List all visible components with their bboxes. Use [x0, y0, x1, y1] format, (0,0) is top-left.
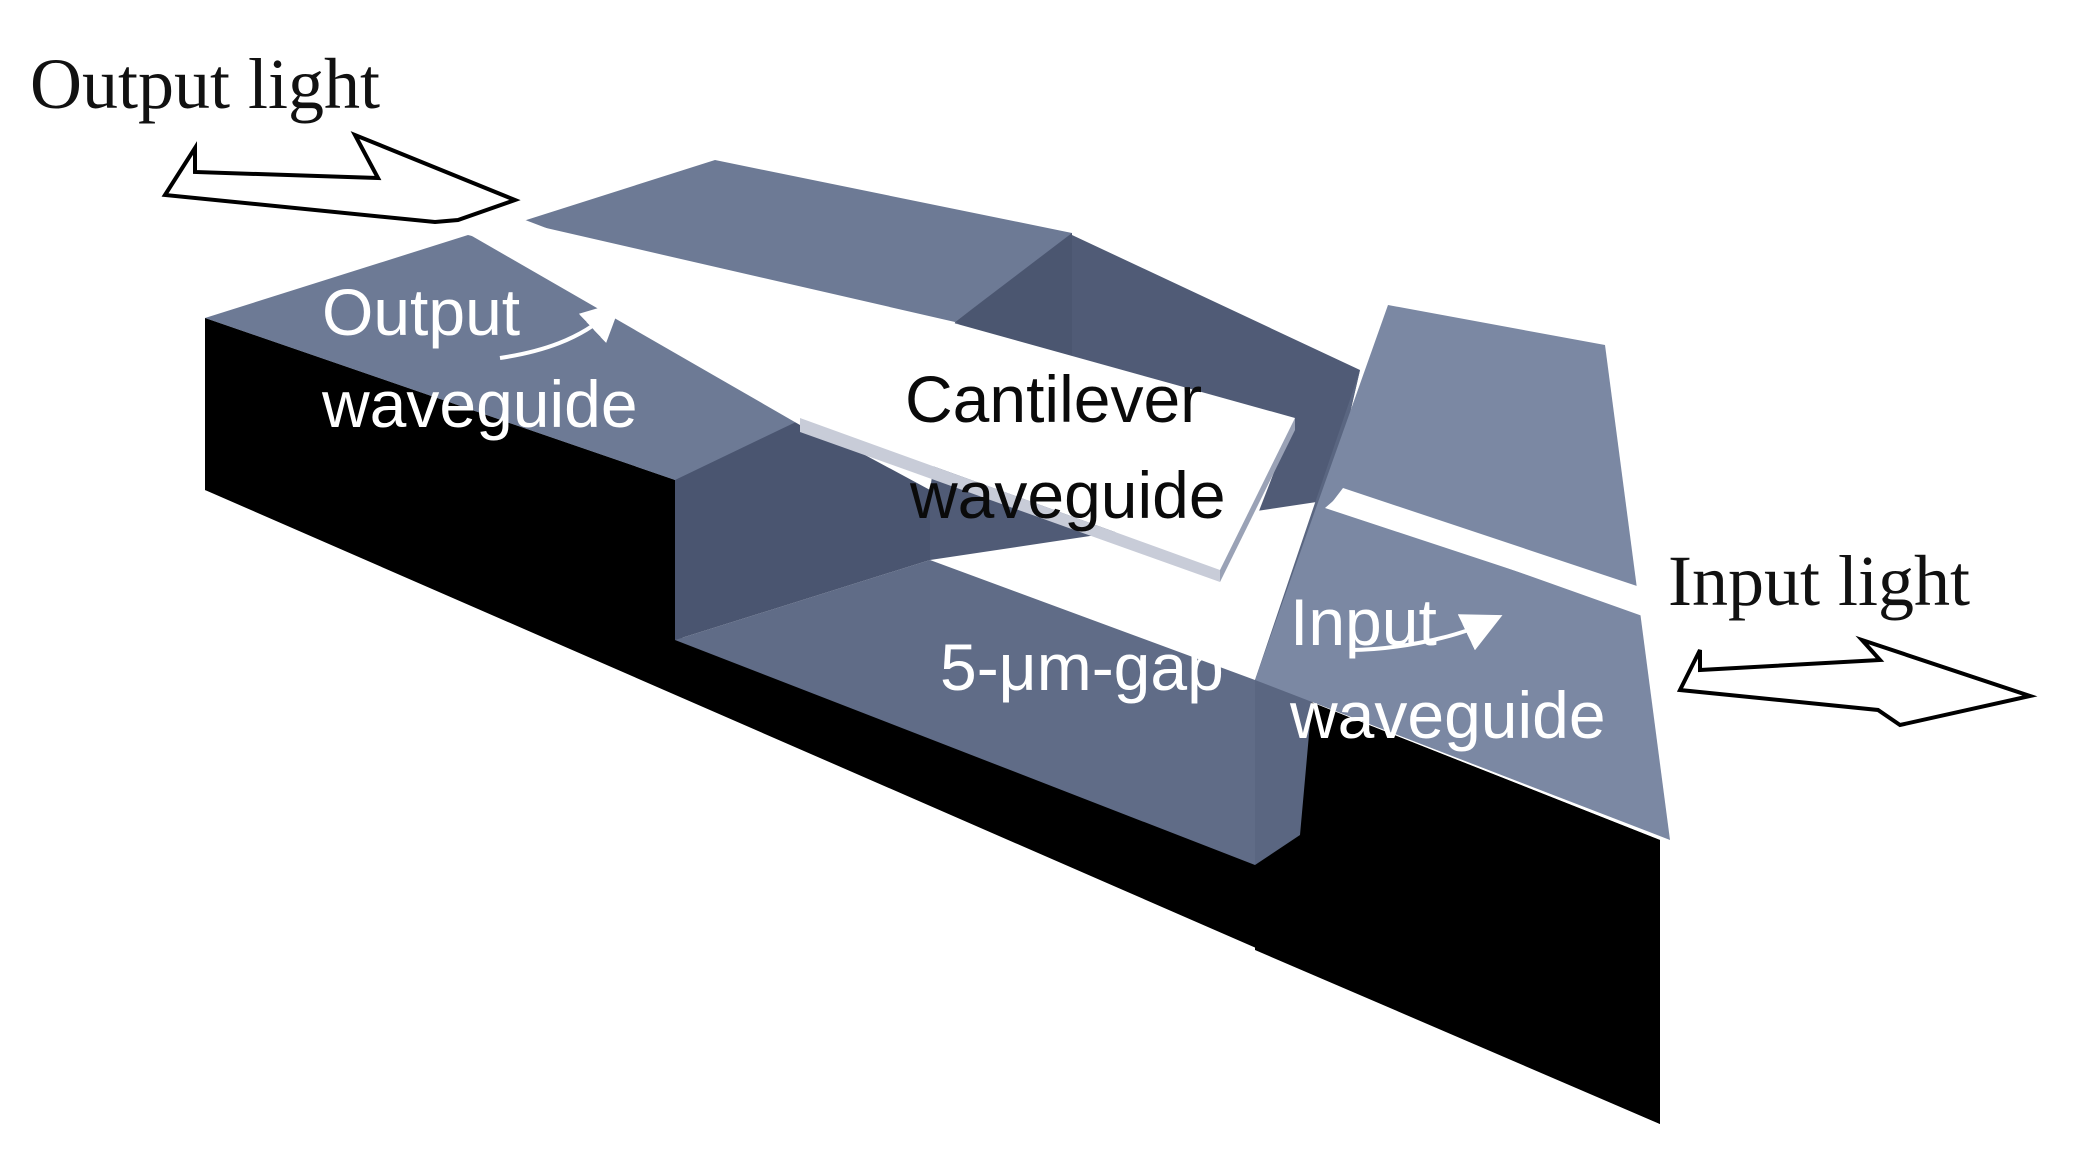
- cantilever-label-line2: waveguide: [909, 458, 1226, 532]
- input-waveguide: [1325, 488, 1655, 618]
- cantilever-label-line1: Cantilever: [905, 362, 1202, 436]
- input-waveguide-band: [1330, 488, 1655, 618]
- output-waveguide-strip: [465, 218, 810, 425]
- curved-arrow-icon: [499, 301, 622, 360]
- output-waveguide-label-line1: Output: [322, 275, 520, 349]
- output-waveguide-upper: [490, 218, 955, 420]
- input-light-arrow: [1676, 635, 2038, 728]
- input-slab-top: [1255, 305, 1670, 840]
- cantilever-edge: [800, 418, 1220, 582]
- input-slab: [1255, 305, 1670, 840]
- trench-left-wall-face: [675, 420, 930, 640]
- gap-label: 5-μm-gap: [940, 630, 1224, 704]
- output-light-arrow: [161, 131, 521, 225]
- curved-arrow-icon: [1149, 580, 1282, 630]
- output-waveguide: [465, 218, 955, 425]
- substrate-right-face: [1255, 680, 1660, 1124]
- hollow-arrow-left-icon: [161, 131, 521, 225]
- input-waveguide-label-line1: Input: [1290, 585, 1437, 659]
- input-light-label: Input light: [1668, 541, 1970, 621]
- output-waveguide-label-line2: waveguide: [321, 367, 638, 441]
- cantilever-top: [800, 322, 1295, 570]
- substrate: [205, 318, 1660, 1124]
- cantilever: [800, 322, 1295, 582]
- back-block-top: [520, 160, 1072, 322]
- output-light-label: Output light: [30, 44, 380, 124]
- cantilever-tip: [1220, 418, 1295, 582]
- trench-floor: [675, 560, 1255, 865]
- curved-arrow-icon: [1349, 614, 1503, 652]
- hollow-arrow-left-icon: [1676, 635, 2038, 728]
- input-waveguide-label-line2: waveguide: [1289, 678, 1606, 752]
